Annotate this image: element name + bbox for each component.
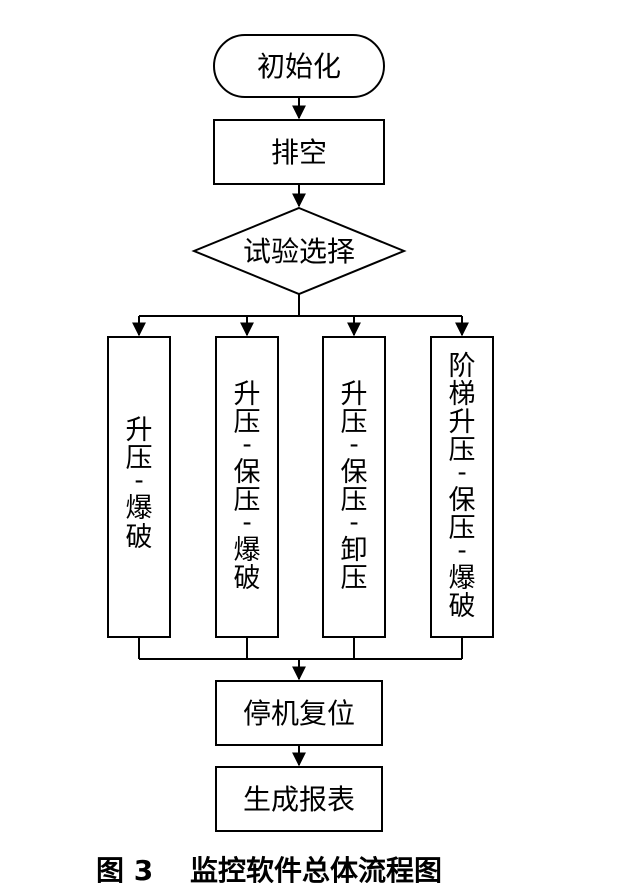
branch-label-1: 升 压 - 爆 破 <box>126 415 153 553</box>
branch-box-4 <box>430 336 494 638</box>
branch-2-char: 保 <box>234 457 261 488</box>
start-node-label: 初始化 <box>257 50 341 83</box>
branch-4-char: 升 <box>449 407 476 438</box>
branch-4-char: 保 <box>449 485 476 516</box>
branch-3-char: 升 <box>341 379 368 410</box>
branch-2-char: 爆 <box>234 535 261 566</box>
branch-3-char: 压 <box>341 485 368 516</box>
branch-2-char: 破 <box>234 563 261 594</box>
branch-4-char: 破 <box>449 591 476 622</box>
figure-number: 图 3 <box>96 854 153 883</box>
branch-4-char: 压 <box>449 435 476 466</box>
branch-1-char: 压 <box>126 443 153 474</box>
branch-4-char: 压 <box>449 513 476 544</box>
report-node-label: 生成报表 <box>243 783 355 816</box>
branch-label-3: 升 压 - 保 压 - 卸 压 <box>341 379 368 594</box>
branch-1-char: 破 <box>126 522 153 553</box>
branch-4-char: - <box>457 535 466 566</box>
branch-1-char: 爆 <box>126 493 153 524</box>
branch-3-char: 压 <box>341 407 368 438</box>
report-node <box>215 766 383 832</box>
branch-2-char: - <box>242 429 251 460</box>
branch-label-2: 升 压 - 保 压 - 爆 破 <box>234 379 261 594</box>
branch-3-char: 压 <box>341 563 368 594</box>
branch-2-char: 升 <box>234 379 261 410</box>
branch-4-char: 梯 <box>449 379 476 410</box>
branch-label-4: 阶 梯 升 压 - 保 压 - 爆 破 <box>449 351 476 622</box>
exhaust-node-label: 排空 <box>271 136 327 169</box>
branch-3-char: 保 <box>341 457 368 488</box>
branch-4-char: - <box>457 457 466 488</box>
branch-3-char: - <box>349 429 358 460</box>
branch-1-char: - <box>134 465 143 496</box>
branch-2-char: 压 <box>234 485 261 516</box>
decision-node-label: 试验选择 <box>243 235 355 268</box>
branch-box-1 <box>107 336 171 638</box>
branch-box-3 <box>322 336 386 638</box>
branch-4-char: 阶 <box>449 351 476 382</box>
branch-2-char: - <box>242 507 251 538</box>
figure-title: 监控软件总体流程图 <box>190 854 442 883</box>
exhaust-node <box>213 119 385 185</box>
branch-3-char: - <box>349 507 358 538</box>
stop-reset-node-label: 停机复位 <box>243 697 355 730</box>
branch-3-char: 卸 <box>341 535 368 566</box>
stop-reset-node <box>215 680 383 746</box>
branch-2-char: 压 <box>234 407 261 438</box>
branch-4-char: 爆 <box>449 563 476 594</box>
branch-1-char: 升 <box>126 415 153 446</box>
branch-box-2 <box>215 336 279 638</box>
